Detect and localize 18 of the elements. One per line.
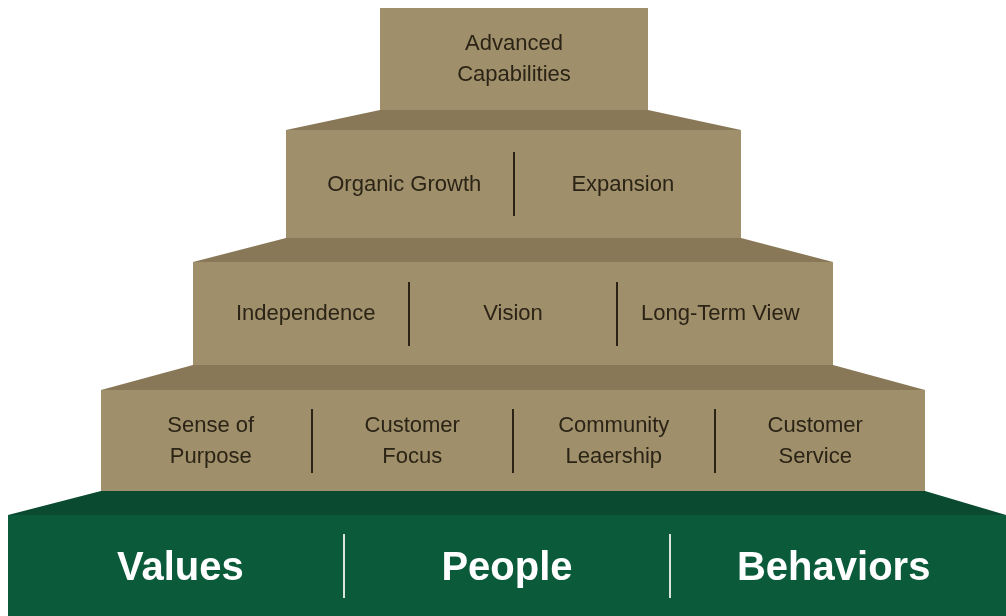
tier-label: Organic Growth [327, 169, 482, 198]
tier-label: Independence [235, 299, 376, 328]
tier-label: Community Leaership [557, 410, 671, 470]
tier-label: Sense of Purpose [166, 410, 256, 470]
tier-label: Vision [483, 299, 543, 328]
pyramid-tier [286, 110, 741, 238]
tier-label: Customer Focus [363, 410, 461, 470]
pyramid-tier [101, 365, 925, 491]
foundation-label: People [441, 542, 573, 590]
foundation-label: Values [116, 542, 244, 590]
tier-label: Expansion [571, 169, 675, 198]
foundation-label: Behaviors [736, 542, 931, 590]
tier-label: Long-Term View [641, 299, 800, 328]
tier-label: Customer Service [766, 410, 864, 470]
foundation-band [8, 491, 1006, 616]
tier-label: Advanced Capabilities [456, 29, 572, 88]
pyramid-tier [380, 8, 648, 110]
pyramid-tier [193, 238, 833, 365]
